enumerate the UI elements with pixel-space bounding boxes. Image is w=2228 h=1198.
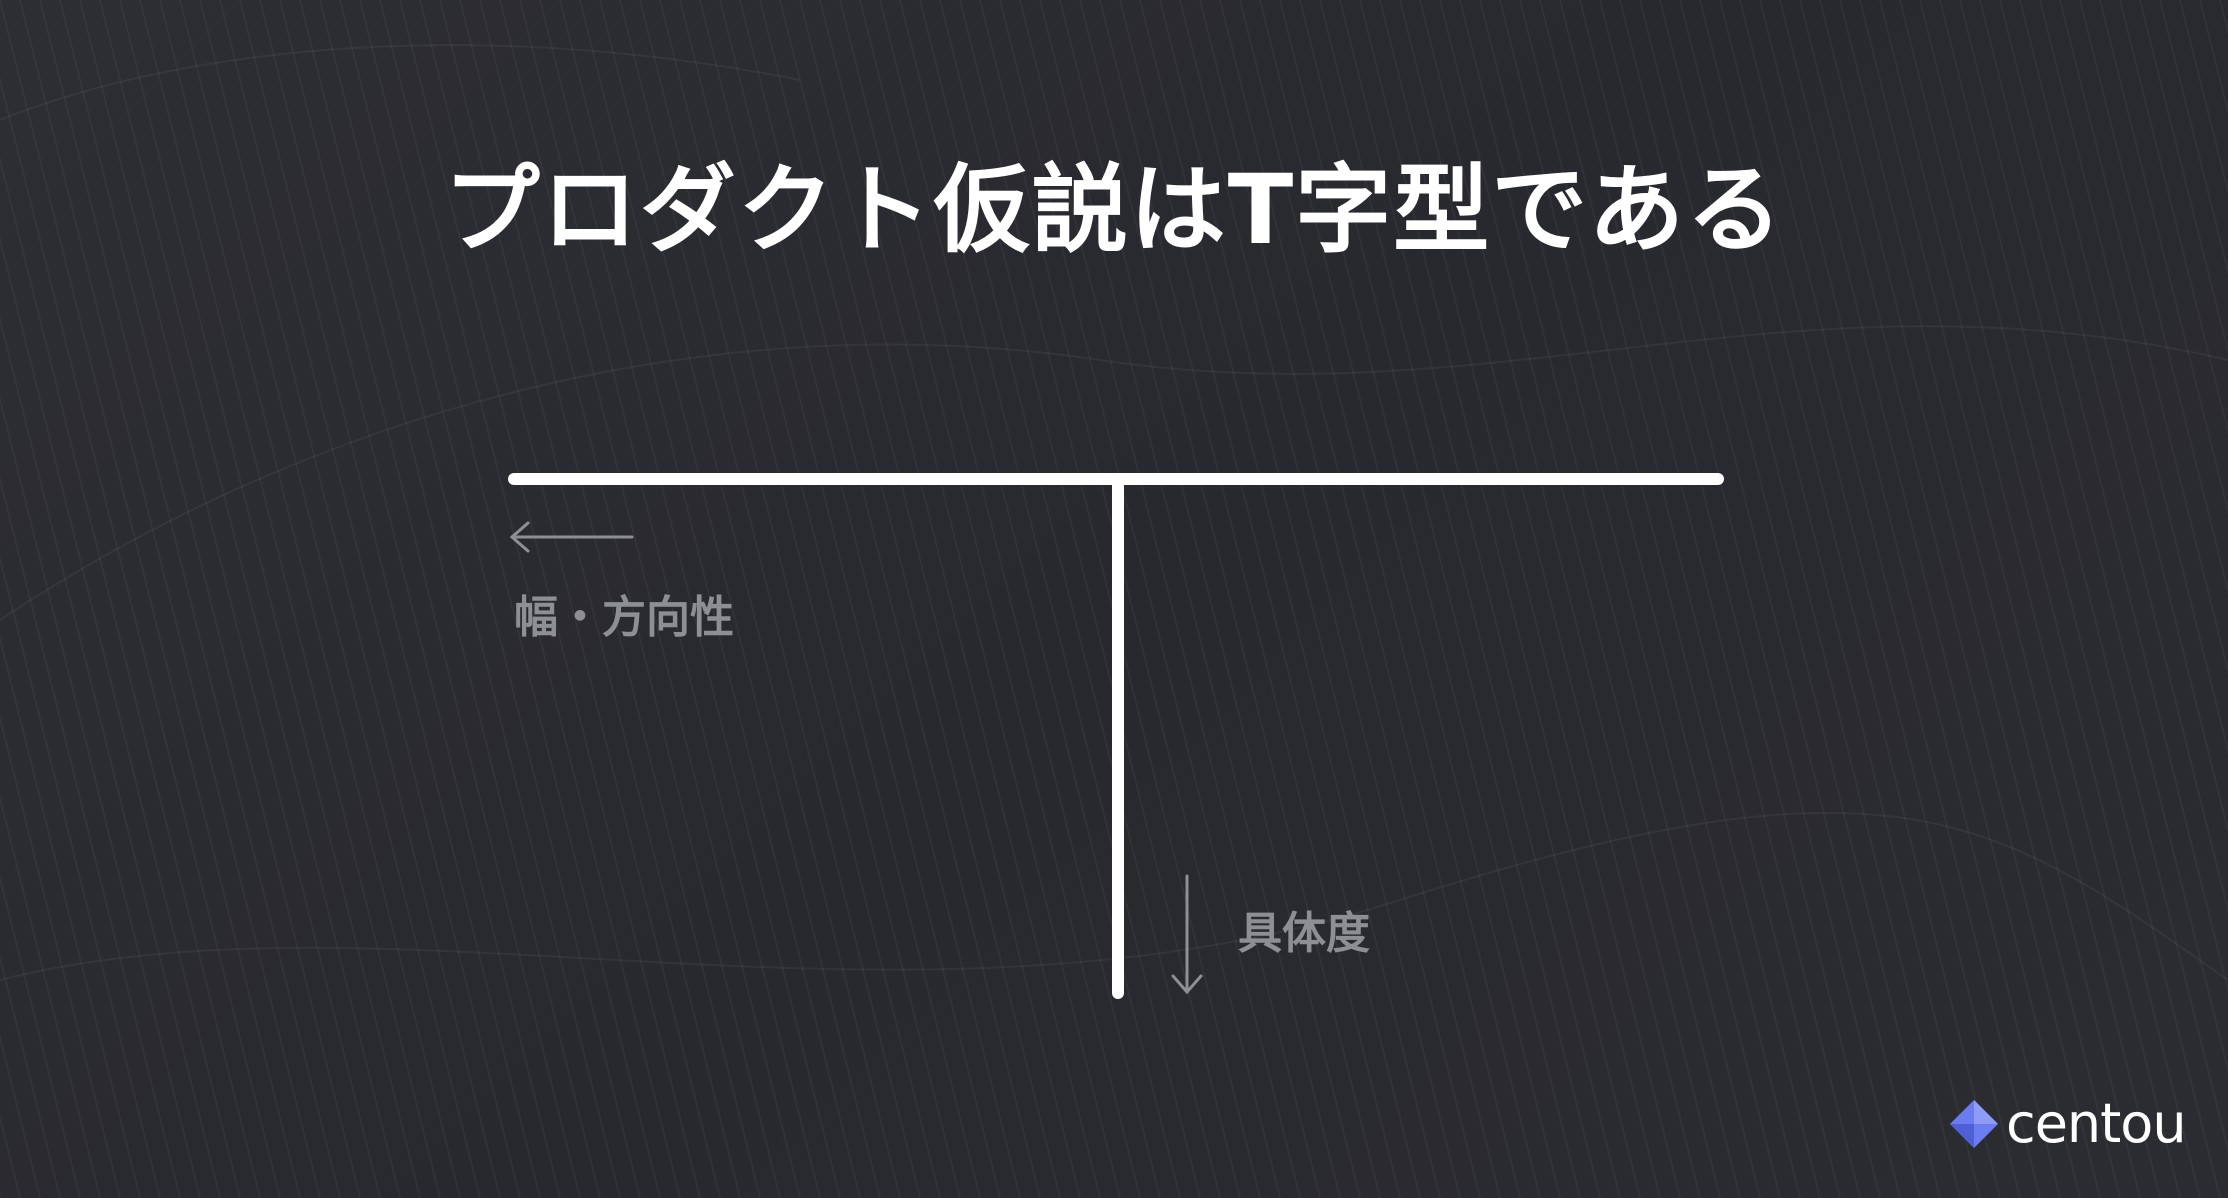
logo-text: centou [2006, 1092, 2187, 1155]
specificity-label: 具体度 [1238, 908, 1370, 959]
centou-logo: centou [1948, 1092, 2187, 1156]
slide-title: プロダクト仮説はT字型である [443, 154, 1785, 266]
t-shape-vertical-bar [1112, 479, 1124, 999]
width-direction-label: 幅・方向性 [514, 592, 734, 643]
diamond-logo-icon [1950, 1100, 1998, 1148]
